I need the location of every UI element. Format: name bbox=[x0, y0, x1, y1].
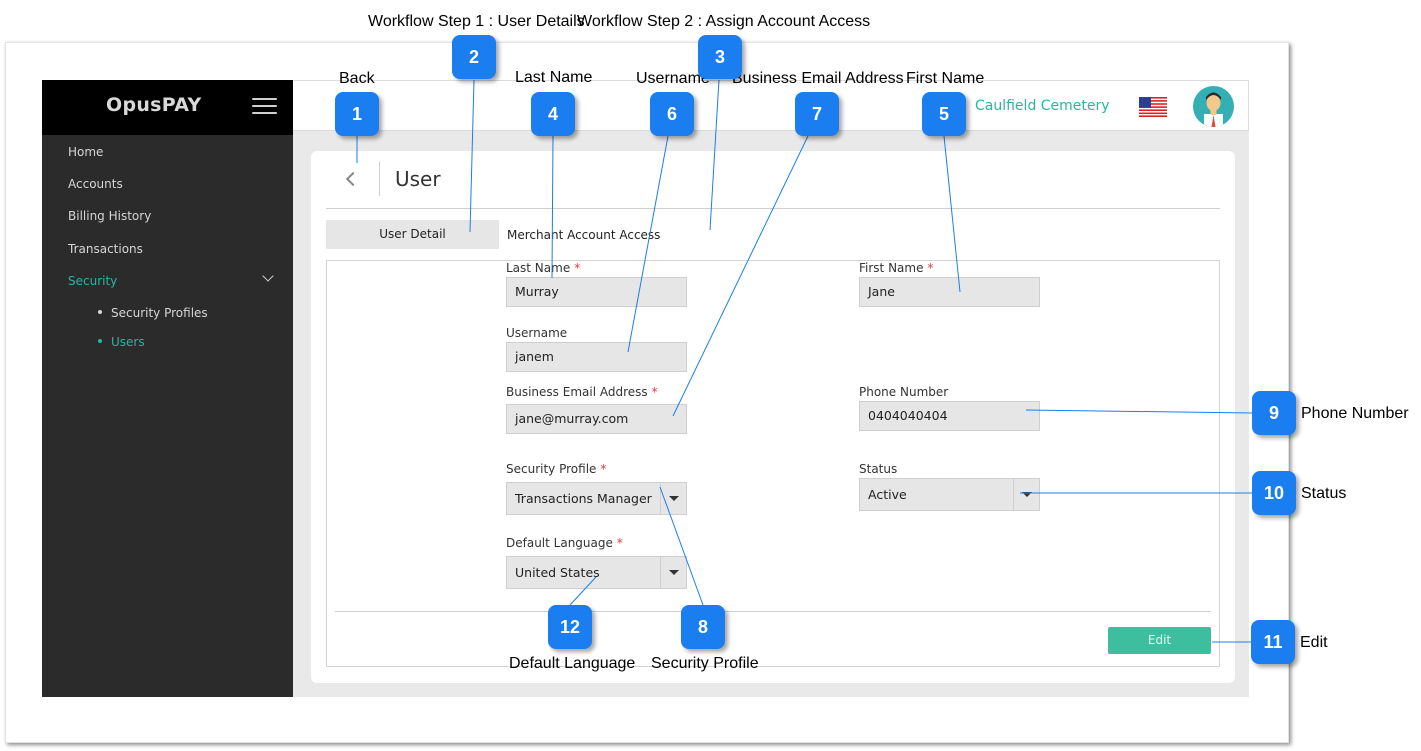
phone-label: Phone Number bbox=[859, 385, 949, 399]
sidebar-subitem-label: Security Profiles bbox=[111, 306, 208, 320]
sidebar-item-transactions[interactable]: Transactions bbox=[68, 242, 143, 256]
sidebar: Home Accounts Billing History Transactio… bbox=[42, 135, 293, 697]
callout-label-email: Business Email Address bbox=[732, 70, 904, 87]
brand-header: OpusPAY bbox=[42, 80, 293, 135]
callout-badge-6: 6 bbox=[650, 92, 694, 136]
default-language-select[interactable]: United States bbox=[506, 556, 687, 589]
sidebar-subitem-security-profiles[interactable]: Security Profiles bbox=[98, 306, 208, 320]
required-marker: * bbox=[927, 261, 934, 275]
caret-down-icon bbox=[669, 496, 679, 501]
callout-badge-3: 3 bbox=[698, 35, 742, 79]
sidebar-subitem-users[interactable]: Users bbox=[98, 335, 145, 349]
callout-label-security-profile: Security Profile bbox=[651, 655, 759, 672]
required-marker: * bbox=[616, 536, 623, 550]
select-value: Active bbox=[868, 487, 907, 502]
last-name-label: Last Name* bbox=[506, 261, 580, 275]
label-text: First Name bbox=[859, 261, 924, 275]
email-label: Business Email Address* bbox=[506, 385, 658, 399]
divider bbox=[326, 208, 1220, 209]
callout-badge-1: 1 bbox=[335, 92, 379, 136]
label-text: Default Language bbox=[506, 536, 613, 550]
callout-label-first-name: First Name bbox=[906, 70, 985, 87]
phone-field[interactable]: 0404040404 bbox=[859, 401, 1040, 431]
callout-label-status: Status bbox=[1301, 485, 1347, 502]
sidebar-item-security[interactable]: Security bbox=[68, 274, 118, 288]
caret-down-icon bbox=[669, 570, 679, 575]
username-field[interactable]: janem bbox=[506, 342, 687, 372]
callout-badge-11: 11 bbox=[1251, 620, 1295, 664]
username-label: Username bbox=[506, 326, 568, 340]
tab-merchant-account-access[interactable]: Merchant Account Access bbox=[507, 228, 661, 242]
callout-header-step2: Workflow Step 2 : Assign Account Access bbox=[577, 13, 871, 30]
first-name-field[interactable]: Jane bbox=[859, 277, 1040, 307]
required-marker: * bbox=[574, 261, 581, 275]
required-marker: * bbox=[651, 385, 658, 399]
first-name-label: First Name* bbox=[859, 261, 933, 275]
status-select[interactable]: Active bbox=[859, 478, 1040, 511]
last-name-field[interactable]: Murray bbox=[506, 277, 687, 307]
required-marker: * bbox=[600, 462, 607, 476]
select-value: Transactions Manager bbox=[515, 491, 652, 506]
sidebar-item-home[interactable]: Home bbox=[68, 145, 104, 159]
callout-header-step1: Workflow Step 1 : User Details bbox=[368, 13, 585, 30]
us-flag-icon[interactable] bbox=[1139, 97, 1167, 117]
callout-badge-8: 8 bbox=[681, 605, 725, 649]
chevron-down-icon[interactable] bbox=[262, 270, 274, 282]
callout-badge-9: 9 bbox=[1252, 391, 1296, 435]
callout-label-edit: Edit bbox=[1300, 634, 1328, 651]
email-field[interactable]: jane@murray.com bbox=[506, 404, 687, 434]
callout-label-username: Username bbox=[636, 70, 710, 87]
callout-badge-7: 7 bbox=[795, 92, 839, 136]
edit-button[interactable]: Edit bbox=[1108, 627, 1211, 654]
tab-user-detail[interactable]: User Detail bbox=[326, 220, 499, 249]
label-text: Business Email Address bbox=[506, 385, 648, 399]
sidebar-item-billing-history[interactable]: Billing History bbox=[68, 209, 152, 223]
callout-label-back: Back bbox=[339, 70, 375, 87]
divider bbox=[335, 611, 1211, 612]
hamburger-menu-icon[interactable] bbox=[252, 98, 277, 116]
brand-logo: OpusPAY bbox=[106, 94, 202, 116]
merchant-name[interactable]: Caulfield Cemetery bbox=[975, 98, 1110, 114]
default-language-label: Default Language* bbox=[506, 536, 623, 550]
sidebar-subitem-label: Users bbox=[111, 335, 145, 349]
sidebar-item-accounts[interactable]: Accounts bbox=[68, 177, 123, 191]
bullet-icon bbox=[98, 338, 102, 343]
callout-badge-5: 5 bbox=[922, 92, 966, 136]
bullet-icon bbox=[98, 309, 102, 314]
label-text: Last Name bbox=[506, 261, 571, 275]
page-title: User bbox=[395, 167, 441, 191]
label-text: Security Profile bbox=[506, 462, 597, 476]
callout-label-last-name: Last Name bbox=[515, 69, 593, 86]
divider bbox=[379, 162, 380, 196]
security-profile-label: Security Profile* bbox=[506, 462, 606, 476]
caret-down-icon bbox=[1022, 492, 1032, 497]
callout-label-default-language: Default Language bbox=[509, 655, 636, 672]
callout-badge-2: 2 bbox=[452, 35, 496, 79]
callout-badge-10: 10 bbox=[1252, 471, 1296, 515]
user-avatar[interactable] bbox=[1193, 86, 1234, 127]
callout-badge-12: 12 bbox=[548, 605, 592, 649]
user-form bbox=[326, 260, 1220, 667]
security-profile-select[interactable]: Transactions Manager bbox=[506, 482, 687, 515]
callout-badge-4: 4 bbox=[531, 92, 575, 136]
select-value: United States bbox=[515, 565, 600, 580]
status-label: Status bbox=[859, 462, 898, 476]
callout-label-phone: Phone Number bbox=[1301, 405, 1409, 422]
